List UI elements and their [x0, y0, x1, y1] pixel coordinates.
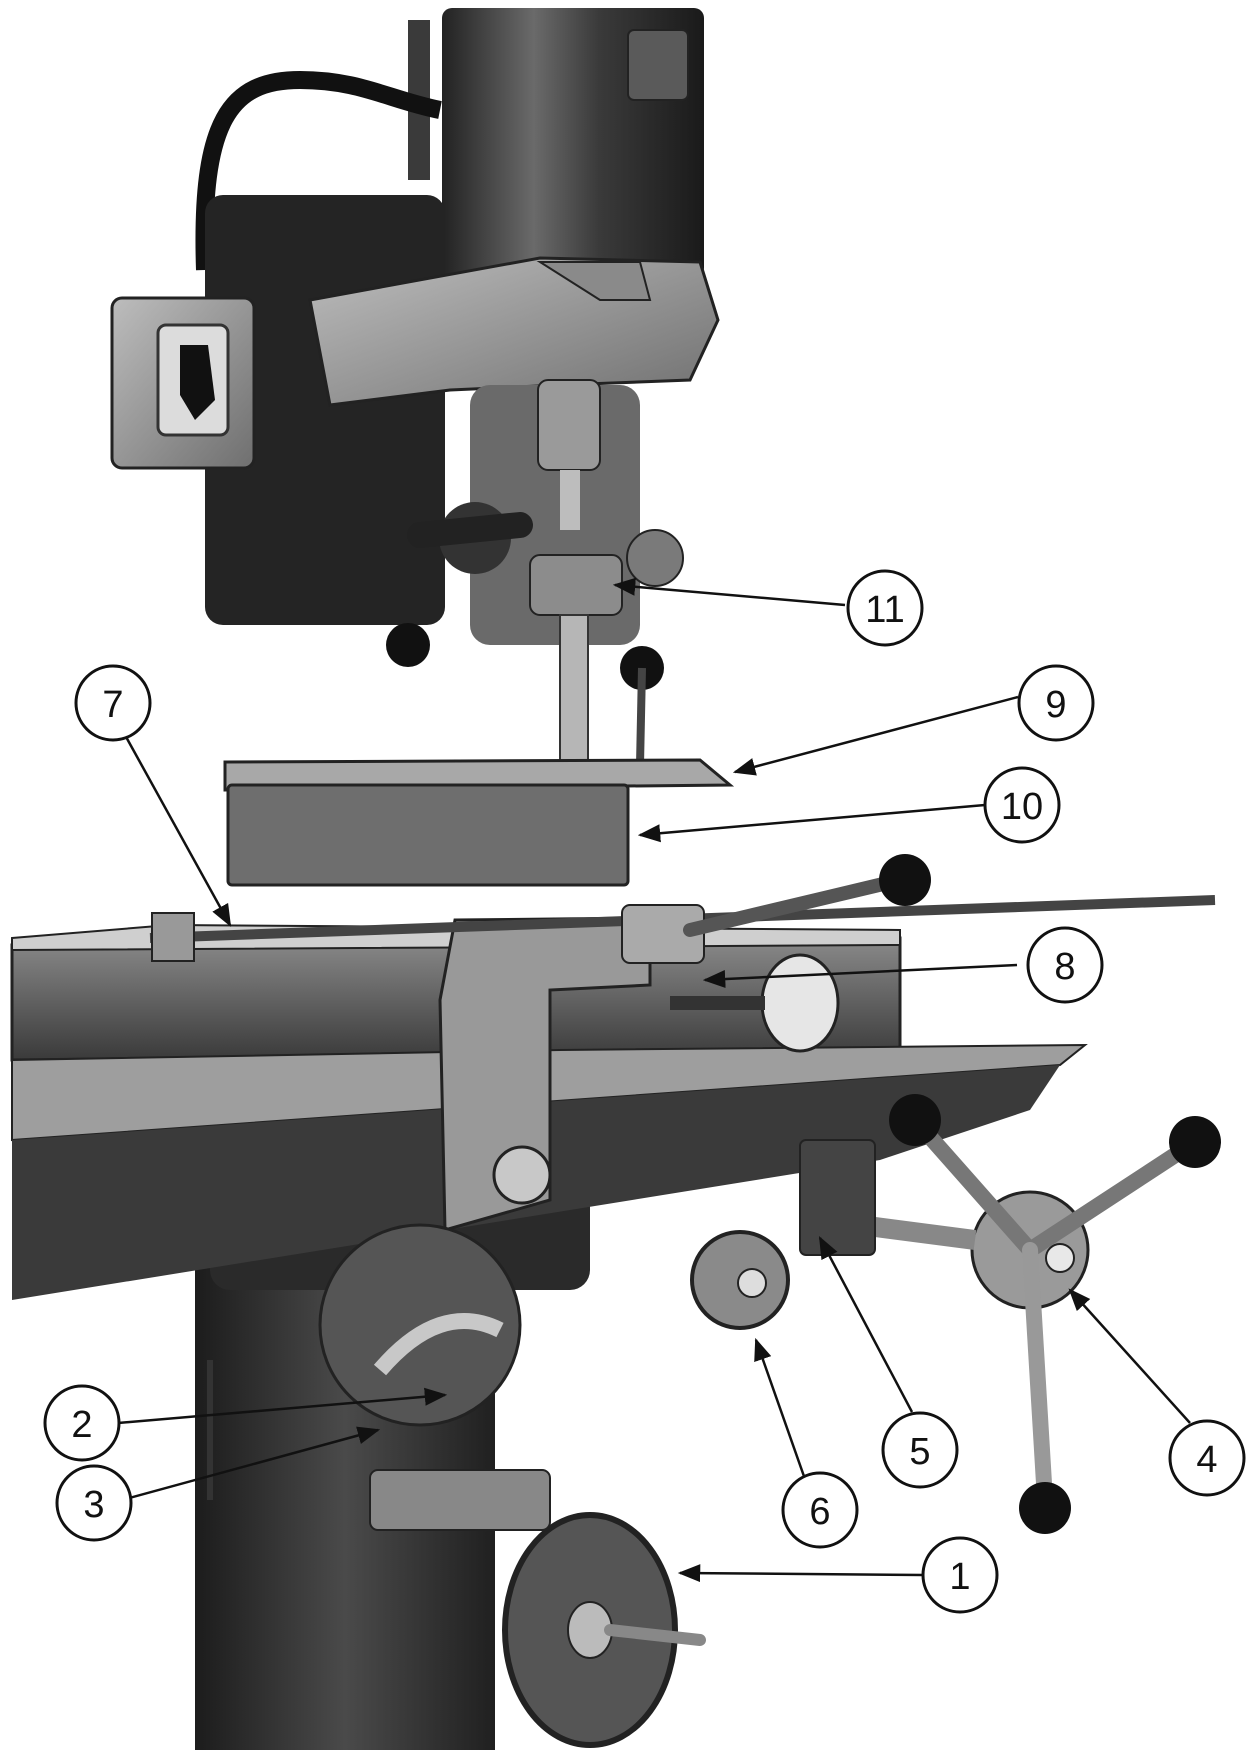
callout-7: 7 [74, 664, 152, 742]
leader-4 [1068, 1288, 1191, 1424]
bracket-block-10 [226, 783, 630, 887]
handwheel-6-hub [737, 1268, 767, 1298]
gear-block-5 [799, 1139, 876, 1256]
callout-3: 3 [55, 1464, 133, 1542]
crank-ball-c [1019, 1482, 1071, 1534]
callout-1-label: 1 [949, 1556, 970, 1598]
crank-hub-center [1045, 1243, 1075, 1273]
callout-8: 8 [1026, 926, 1104, 1004]
switch-knob [180, 345, 215, 420]
leader-2 [117, 1387, 448, 1425]
chuck [537, 379, 601, 471]
callout-10-circle [983, 766, 1061, 844]
callout-10-label: 10 [1001, 786, 1043, 828]
bracket-bolt [492, 1145, 552, 1205]
callout-9-circle [1017, 664, 1095, 742]
leader-6 [754, 1337, 808, 1483]
callout-1: 1 [921, 1536, 999, 1614]
table-lever [683, 873, 907, 937]
guard-emblem [536, 261, 652, 301]
callout-2-label: 2 [71, 1404, 92, 1446]
callout-11-label: 11 [865, 589, 904, 631]
callout-5: 5 [881, 1411, 959, 1489]
cross-feed-shaft [858, 1215, 977, 1250]
callout-7-circle [74, 664, 152, 742]
callout-7-label: 7 [102, 684, 123, 726]
callout-4-label: 4 [1196, 1439, 1217, 1481]
callout-6-circle [781, 1471, 859, 1549]
table-lever-ball [879, 854, 931, 906]
spindle [560, 470, 580, 530]
leader-7 [123, 734, 232, 927]
leader-8 [702, 963, 1018, 989]
handwheel-1-handle [604, 1624, 706, 1646]
lock-slot [373, 1313, 504, 1376]
callout-9-label: 9 [1045, 684, 1066, 726]
lock-disc [318, 1223, 522, 1427]
callout-1-circle [921, 1536, 999, 1614]
callout-6: 6 [781, 1471, 859, 1549]
callout-9: 9 [1017, 664, 1095, 742]
callout-8-circle [1026, 926, 1104, 1004]
collar-11 [529, 554, 623, 616]
callout-11: 11 [846, 569, 924, 647]
crank-ball-a [889, 1094, 941, 1146]
leader-10 [637, 803, 986, 843]
stop-knob-8 [760, 953, 840, 1053]
callout-3-circle [55, 1464, 133, 1542]
guard-plate-9 [223, 758, 735, 792]
callout-4-circle [1168, 1419, 1246, 1497]
feed-lever [407, 512, 533, 548]
leader-lines [117, 577, 1191, 1583]
power-cable [195, 70, 442, 271]
callout-11-circle [846, 569, 924, 647]
callout-5-circle [881, 1411, 959, 1489]
lock-ball [386, 623, 430, 667]
cutter-shank [559, 614, 589, 776]
crank-ball-b [1169, 1116, 1221, 1168]
callout-2: 2 [43, 1384, 121, 1462]
callout-6-label: 6 [809, 1491, 830, 1533]
side-hub [626, 529, 684, 587]
rod-clamp-7 [151, 912, 195, 962]
head-lever-rod [636, 667, 646, 766]
crank-arm-a [907, 1112, 1038, 1258]
lever-hub [621, 904, 705, 964]
leader-11 [612, 577, 846, 607]
callout-3-label: 3 [83, 1484, 104, 1526]
knee-bracket [369, 1469, 551, 1531]
callout-4: 4 [1168, 1419, 1246, 1497]
callouts: 1 2 3 4 5 6 7 8 [43, 569, 1246, 1614]
leader-5 [818, 1236, 914, 1413]
crank-arm-b [1022, 1134, 1203, 1258]
machine-illustration [10, 8, 1221, 1750]
callout-5-label: 5 [909, 1431, 930, 1473]
leader-9 [732, 695, 1019, 776]
leader-3 [121, 1426, 381, 1502]
leader-1 [677, 1564, 924, 1583]
callout-2-circle [43, 1384, 121, 1462]
callout-8-label: 8 [1054, 946, 1075, 988]
callout-10: 10 [983, 766, 1061, 844]
crank-arm-c [1022, 1242, 1053, 1508]
motor-nameplate [627, 29, 689, 101]
